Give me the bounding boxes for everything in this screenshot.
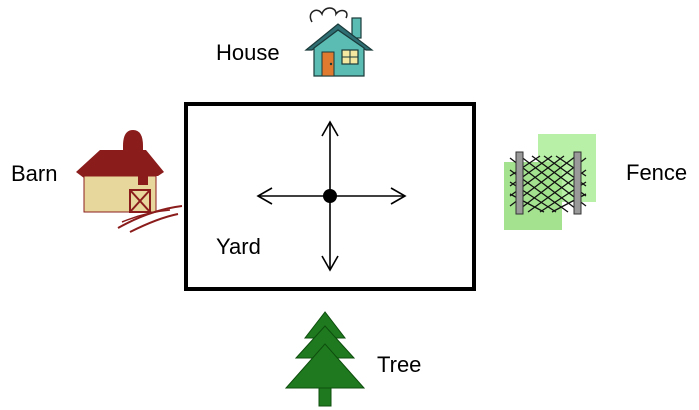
fence-icon bbox=[504, 134, 596, 230]
yard-boundary bbox=[184, 102, 476, 291]
house-label: House bbox=[216, 40, 280, 65]
right-arrowhead bbox=[390, 187, 407, 205]
tree-icon bbox=[284, 311, 366, 407]
barn-icon bbox=[76, 130, 183, 233]
center-point bbox=[323, 189, 337, 203]
tree-label: Tree bbox=[377, 352, 422, 377]
down-arrowhead bbox=[321, 255, 339, 272]
fence-label: Fence bbox=[626, 160, 688, 185]
house-icon bbox=[304, 7, 374, 77]
left-arrowhead bbox=[256, 187, 273, 205]
barn-label: Barn bbox=[11, 161, 58, 186]
yard-label: Yard bbox=[216, 234, 261, 259]
up-arrowhead bbox=[321, 120, 339, 137]
